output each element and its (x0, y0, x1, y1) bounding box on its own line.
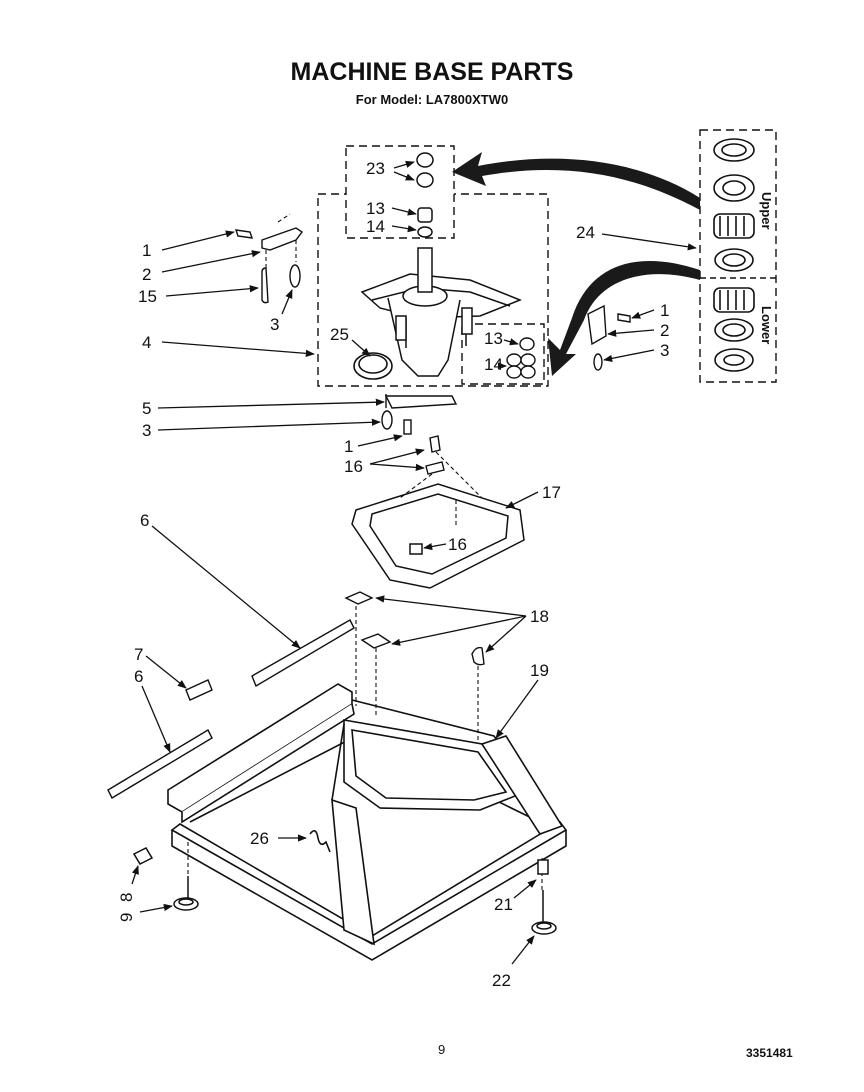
model-subtitle: For Model: LA7800XTW0 (355, 92, 509, 107)
callout-7: 7 (134, 645, 143, 664)
callout-1a: 1 (142, 241, 151, 260)
callout-16a: 16 (344, 457, 363, 476)
bearing-kit-lower (713, 287, 755, 372)
lower-curved-arrow (548, 260, 700, 376)
bearing-kit-upper (713, 138, 755, 272)
callout-1b: 1 (660, 301, 669, 320)
lower-label: Lower (759, 306, 774, 344)
callout-19: 19 (530, 661, 549, 680)
callout-8: 8 (117, 893, 136, 902)
callout-3c: 3 (142, 421, 151, 440)
callout-21: 21 (494, 895, 513, 914)
left-dash-links (265, 213, 297, 268)
base-slides (107, 619, 355, 799)
leader-lines (131, 160, 697, 965)
callout-1c: 1 (344, 437, 353, 456)
document-number: 3351481 (746, 1046, 793, 1060)
callout-3b: 3 (660, 341, 669, 360)
tub-support-17 (351, 483, 525, 589)
upper-bearing-parts (416, 152, 434, 238)
lower-bearing-parts (506, 337, 536, 379)
callout-2b: 2 (660, 321, 669, 340)
callout-13a: 13 (366, 199, 385, 218)
tub-support-dashes (399, 451, 483, 526)
callout-23: 23 (366, 159, 385, 178)
page-title: MACHINE BASE PARTS (290, 58, 574, 86)
left-bracket-parts (234, 227, 304, 304)
callout-18: 18 (530, 607, 549, 626)
upper-label: Upper (759, 192, 774, 230)
callout-2a: 2 (142, 265, 151, 284)
upper-bearing-box (345, 145, 455, 239)
callout-6a: 6 (140, 511, 149, 530)
callout-24: 24 (576, 223, 595, 242)
callout-15: 15 (138, 287, 157, 306)
callout-9: 9 (117, 913, 136, 922)
callout-16b: 16 (448, 535, 467, 554)
callout-26: 26 (250, 829, 269, 848)
base-frame-19 (167, 683, 568, 961)
upper-curved-arrow (452, 152, 700, 210)
callout-5: 5 (142, 399, 151, 418)
clips-18 (344, 591, 485, 666)
right-bracket-parts (587, 304, 631, 371)
callout-13b: 13 (484, 329, 503, 348)
callout-3a: 3 (270, 315, 279, 334)
callout-25: 25 (330, 325, 349, 344)
leveling-feet (132, 847, 557, 935)
callout-22: 22 (492, 971, 511, 990)
callout-14b: 14 (484, 355, 503, 374)
page-number: 9 (438, 1042, 446, 1057)
callout-14a: 14 (366, 217, 385, 236)
transmission-assembly (360, 247, 523, 377)
callout-labels: 1 2 15 3 4 25 23 13 14 24 13 14 1 2 3 5 … (117, 159, 669, 990)
spring-clip-26 (309, 830, 331, 853)
seal-ring-25 (353, 352, 393, 380)
callout-4: 4 (142, 333, 151, 352)
callout-17: 17 (542, 483, 561, 502)
drive-block-outline (317, 193, 549, 387)
callout-6b: 6 (134, 667, 143, 686)
middle-parts (381, 394, 458, 475)
